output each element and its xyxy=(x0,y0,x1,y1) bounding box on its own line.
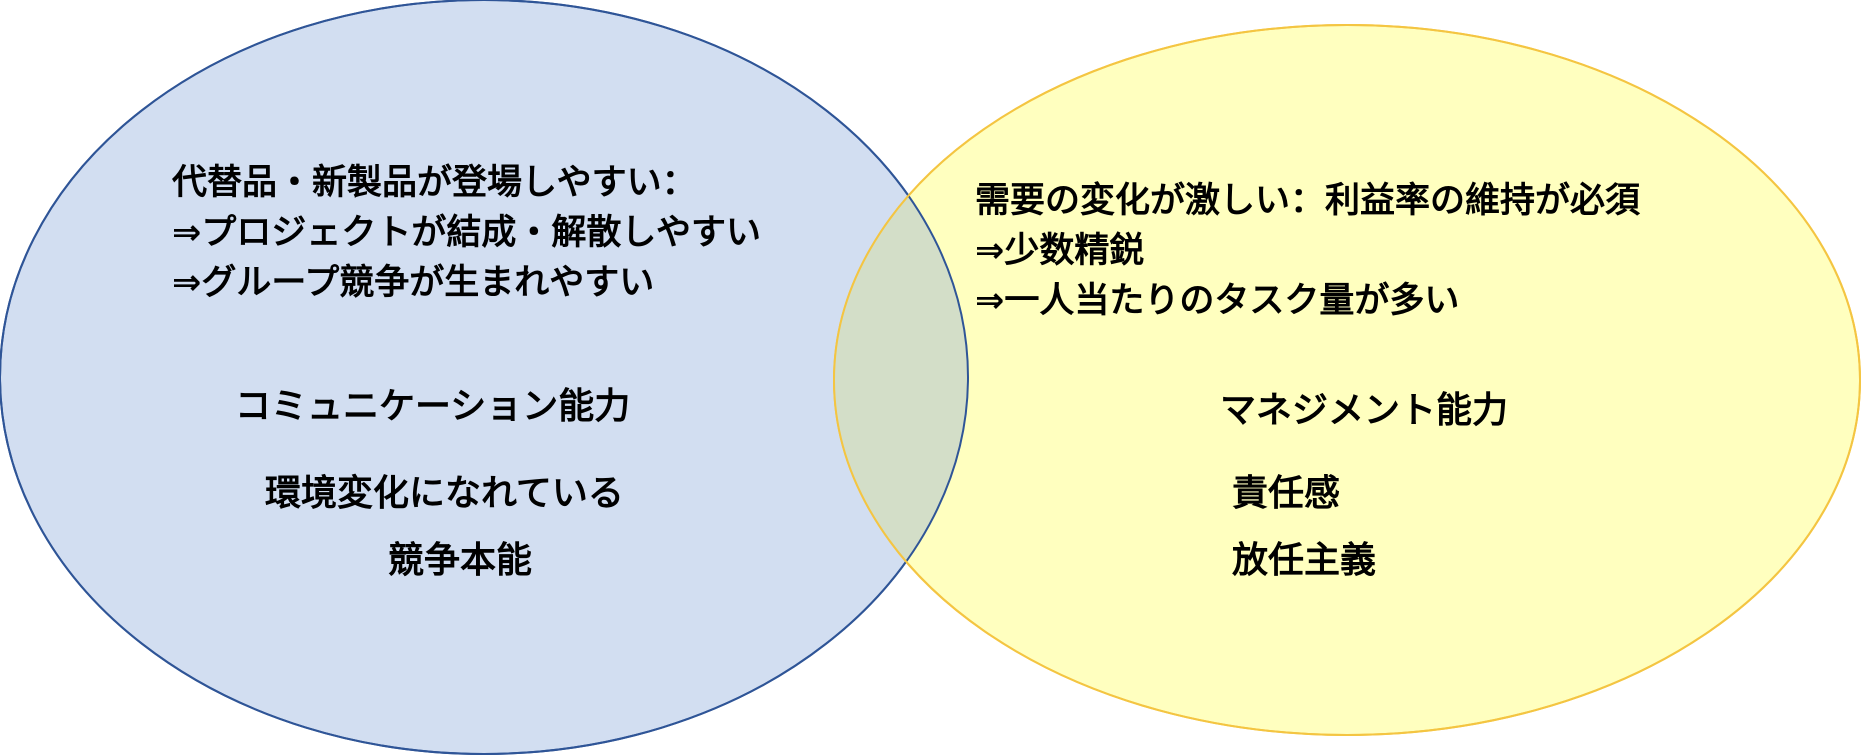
left-trait-label: 競争本能 xyxy=(388,540,533,581)
left-description-line: ⇒グループ競争が生まれやすい xyxy=(172,263,655,303)
right-circle-outline xyxy=(833,24,1861,736)
right-description-line: ⇒少数精鋭 xyxy=(975,231,1145,271)
right-trait-label: 責任感 xyxy=(1232,473,1341,514)
left-circle xyxy=(0,0,969,755)
right-description: 需要の変化が激しい：利益率の維持が必須 ⇒少数精鋭 ⇒一人当たりのタスク量が多い xyxy=(975,176,1640,326)
left-circle-outline xyxy=(0,0,969,755)
left-description: 代替品・新製品が登場しやすい： ⇒プロジェクトが結成・解散しやすい ⇒グループ競… xyxy=(172,158,761,308)
right-circle xyxy=(833,24,1861,736)
right-skill-label: マネジメント能力 xyxy=(1220,390,1509,431)
left-trait-label: 環境変化になれている xyxy=(265,473,624,514)
right-trait-label: 放任主義 xyxy=(1232,540,1377,581)
left-description-line: ⇒プロジェクトが結成・解散しやすい xyxy=(172,213,761,253)
left-description-line: 代替品・新製品が登場しやすい： xyxy=(172,163,697,203)
right-description-line: 需要の変化が激しい：利益率の維持が必須 xyxy=(975,181,1641,221)
right-description-line: ⇒一人当たりのタスク量が多い xyxy=(975,281,1460,321)
left-skill-label: コミュニケーション能力 xyxy=(235,386,631,427)
